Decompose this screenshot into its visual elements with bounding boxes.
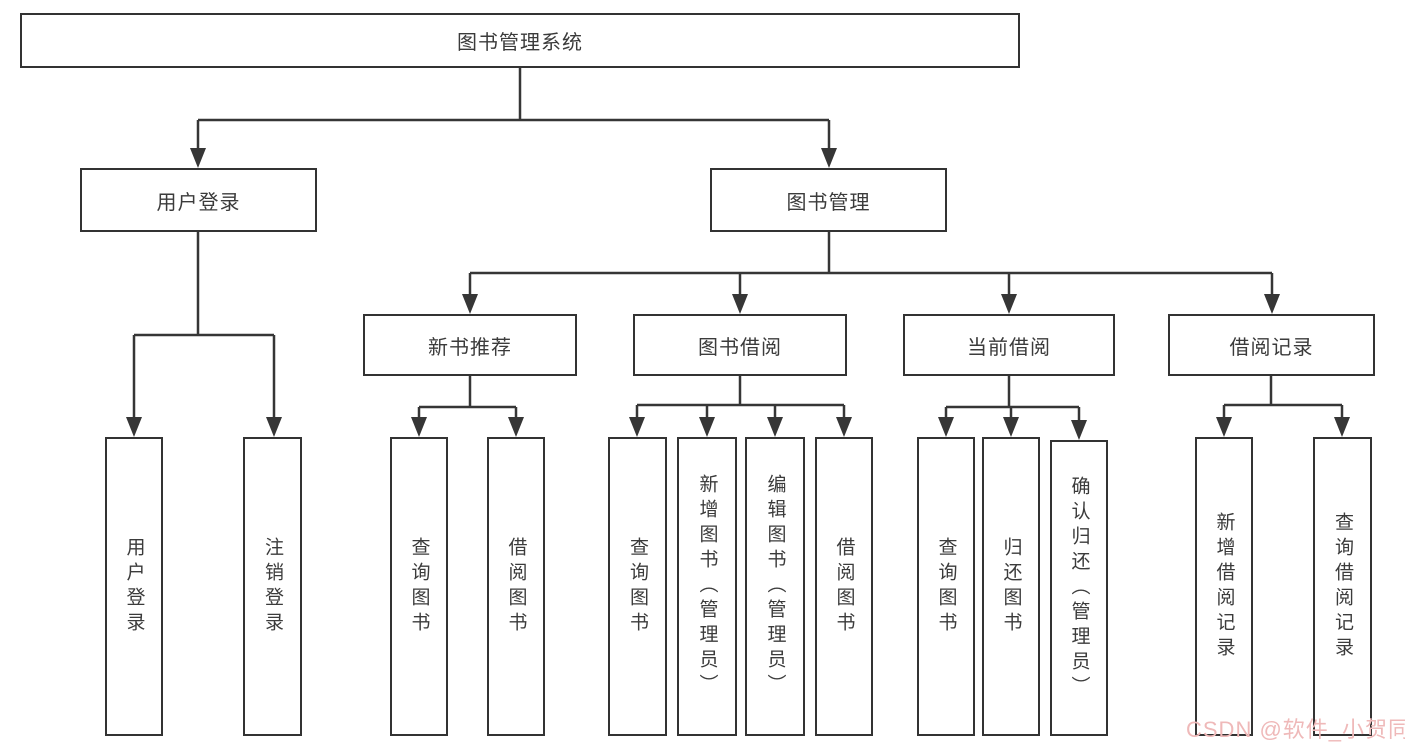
- node-label: 确认归还（管理员）: [1068, 475, 1090, 701]
- leaf-recommend-borrow-book: 借阅图书: [487, 437, 545, 736]
- node-user-login: 用户登录: [80, 168, 317, 232]
- node-current-borrow: 当前借阅: [903, 314, 1115, 376]
- node-label: 借阅图书: [833, 536, 855, 637]
- node-label: 查询图书: [627, 536, 648, 637]
- leaf-borrow-add-book-admin: 新增图书（管理员）: [677, 437, 737, 736]
- leaf-borrow-query-book: 查询图书: [608, 437, 667, 736]
- node-label: 编辑图书（管理员）: [764, 474, 786, 699]
- node-label: 查询图书: [408, 536, 430, 637]
- node-label: 图书管理: [786, 191, 871, 214]
- leaf-records-query-record: 查询借阅记录: [1313, 437, 1372, 736]
- node-root: 图书管理系统: [20, 13, 1020, 68]
- leaf-user-login: 用户登录: [105, 437, 163, 736]
- leaf-current-return-book: 归还图书: [982, 437, 1040, 736]
- leaf-logout-login: 注销登录: [243, 437, 302, 736]
- node-label: 图书借阅: [698, 336, 782, 359]
- node-label: 用户登录: [123, 536, 145, 637]
- node-label: 当前借阅: [967, 336, 1051, 359]
- node-label: 查询图书: [935, 536, 957, 637]
- node-new-book-recommend: 新书推荐: [363, 314, 577, 376]
- csdn-watermark: CSDN @软件_小贺同学: [1186, 717, 1405, 742]
- leaf-borrow-borrow-book: 借阅图书: [815, 437, 873, 736]
- node-label: 用户登录: [156, 191, 241, 214]
- node-book-management: 图书管理: [710, 168, 947, 232]
- leaf-recommend-query-book: 查询图书: [390, 437, 448, 736]
- node-label: 归还图书: [1000, 536, 1022, 637]
- leaf-current-query-book: 查询图书: [917, 437, 975, 736]
- node-label: 新书推荐: [428, 336, 512, 359]
- node-label: 新增图书（管理员）: [696, 474, 718, 699]
- node-book-borrow: 图书借阅: [633, 314, 847, 376]
- node-label: 借阅记录: [1229, 336, 1314, 359]
- leaf-records-add-record: 新增借阅记录: [1195, 437, 1253, 736]
- leaf-current-confirm-return-admin: 确认归还（管理员）: [1050, 440, 1108, 736]
- node-label: 图书管理系统: [457, 32, 583, 54]
- node-label: 查询借阅记录: [1332, 511, 1353, 662]
- node-borrow-records: 借阅记录: [1168, 314, 1375, 376]
- arrowheads: [126, 148, 1350, 440]
- node-label: 借阅图书: [505, 536, 527, 637]
- node-label: 注销登录: [262, 536, 283, 637]
- node-label: 新增借阅记录: [1213, 511, 1235, 662]
- leaf-borrow-edit-book-admin: 编辑图书（管理员）: [745, 437, 805, 736]
